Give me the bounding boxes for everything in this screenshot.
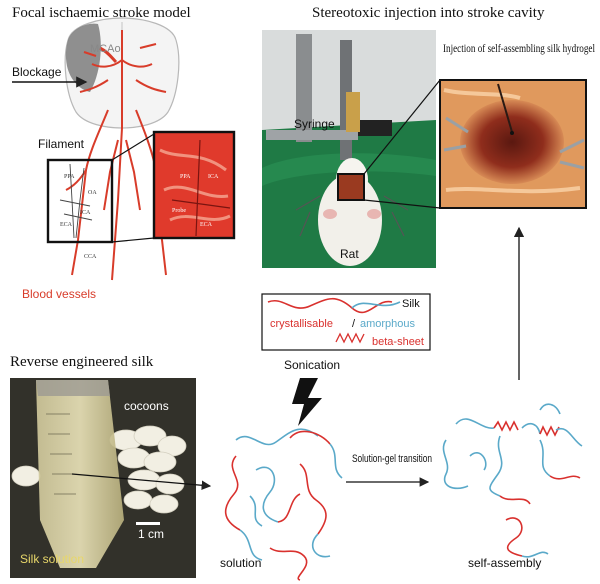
stroke-cavity [460, 100, 564, 184]
legend-beta-sheet-zigzag [335, 332, 365, 344]
legend-silk-label: Silk [402, 298, 420, 310]
legend-amorphous: amorphous [360, 318, 416, 330]
inset-label-eca: ECA [200, 222, 213, 228]
mcao-label: MCAo [90, 43, 121, 55]
silk-title: Reverse engineered silk [10, 354, 154, 370]
scale-bar [136, 522, 160, 525]
vessel-label-ica: ICA [80, 210, 91, 216]
wound-connector-top [363, 79, 441, 175]
vessel-label-cca: CCA [84, 254, 97, 260]
neck-vessels [59, 163, 93, 239]
legend-silk-red-line [267, 297, 393, 314]
ischaemic-region [65, 23, 101, 92]
self-assembly-label: self-assembly [468, 556, 541, 570]
silk-solution-photo: cocoons 1 cm Silk solution [10, 378, 196, 578]
sonication-label: Sonication [284, 358, 340, 372]
surgical-inset-photo [152, 130, 236, 240]
inset-label-probe: Probe [172, 208, 186, 214]
solution-label: solution [220, 556, 261, 570]
stereotaxic-photo: Syringe Rat [262, 30, 436, 268]
blood-vessels-label: Blood vessels [22, 287, 96, 301]
legend-separator: / [352, 318, 356, 330]
photo-to-solution-arrow [71, 473, 212, 491]
zoom-title-line: Injection of self-assembling silk hydrog… [443, 43, 595, 55]
filament-label: Filament [38, 137, 85, 151]
injection-needle [497, 83, 513, 133]
legend-box: Silk crystallisable / amorphous beta-she… [261, 293, 431, 351]
rat-body [318, 174, 382, 266]
transition-label: Solution-gel transition [352, 453, 432, 465]
falcon-tube [36, 380, 124, 568]
scale-label: 1 cm [138, 527, 164, 541]
zoom-connector-top [111, 133, 155, 161]
rat-label: Rat [340, 247, 359, 261]
neck-zoom-box [46, 158, 114, 244]
cocoons-pile [11, 425, 187, 514]
injection-title: Stereotoxic injection into stroke cavity [312, 5, 545, 21]
silk-solution-label: Silk solution [20, 552, 84, 566]
legend-crystallisable: crystallisable [270, 318, 333, 330]
legend-silk-blue-line [351, 301, 401, 309]
brain-diagram: MCAo Blockage Filament PPA OA ICA ECA CC… [12, 17, 236, 301]
sonication-bolt-icon [292, 378, 322, 426]
incision-box [337, 173, 365, 201]
self-assembly-chains [442, 403, 583, 558]
blockage-label: Blockage [12, 65, 62, 79]
inset-label-ica: ICA [208, 174, 219, 180]
wound-closeup: Injection of self-assembling silk hydrog… [439, 43, 595, 209]
legend-beta-sheet: beta-sheet [372, 336, 424, 348]
syringe-label: Syringe [294, 117, 335, 131]
vessel-label-ppa: PPA [64, 174, 75, 180]
wound-connector-bottom [363, 199, 441, 209]
zoom-connector-bottom [111, 237, 155, 243]
solution-chains [224, 428, 343, 581]
vessel-label-oa: OA [88, 190, 97, 196]
inset-label-ppa: PPA [180, 174, 191, 180]
cocoons-label: cocoons [124, 399, 169, 413]
stroke-model-title: Focal ischaemic stroke model [12, 5, 191, 21]
vessel-label-eca: ECA [60, 222, 73, 228]
